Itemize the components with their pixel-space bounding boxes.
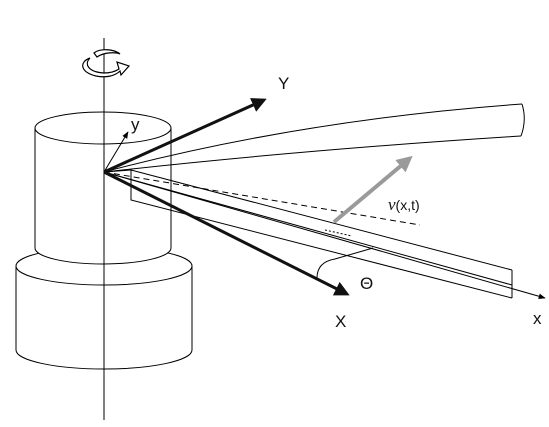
X-axis-fixed [103,170,350,296]
dotted-position-line [324,229,353,237]
x-axis-rotating [103,171,546,299]
label-v-symbol: v [388,195,396,214]
rotation-arrow-icon [82,49,131,78]
Y-axis-fixed [103,98,267,174]
deflection-arrow [332,155,413,224]
y-axis-rotating [103,131,129,173]
label-Y: Y [278,74,289,93]
label-theta: Θ [360,274,373,293]
label-x: x [533,309,542,328]
label-deflection: v(x,t) [388,195,420,214]
deformed-beam [103,103,525,173]
dashed-reference-line [103,171,421,226]
theta-arc [316,247,374,279]
label-y: y [131,115,140,134]
label-X: X [335,312,346,331]
label-v-args: (x,t) [396,197,420,213]
hub-cylinder [34,111,172,265]
